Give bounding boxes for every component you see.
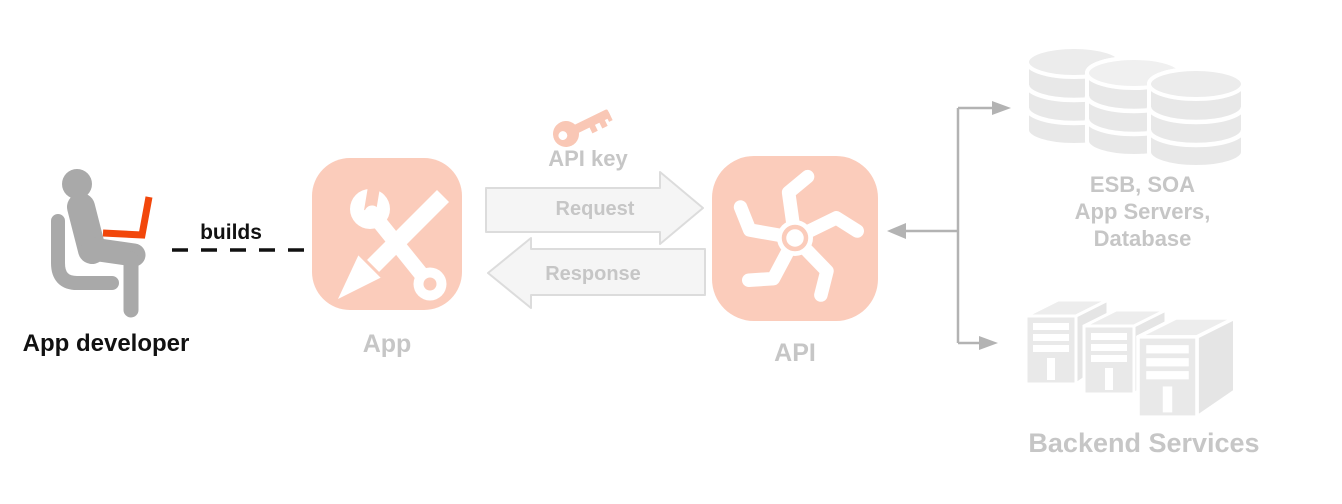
api-label: API: [774, 339, 816, 367]
esb-soa-label: ESB, SOA App Servers, Database: [1030, 171, 1255, 252]
database-stack-icon: [1024, 45, 1246, 169]
arrowhead-to-databases: [992, 101, 1011, 115]
api-icon: [712, 156, 878, 321]
request-response-arrows: [485, 171, 706, 309]
esb-soa-line3: Database: [1093, 226, 1192, 251]
arrowhead-to-servers: [979, 336, 998, 350]
backend-services-label: Backend Services: [1028, 428, 1260, 458]
key-icon: [553, 109, 613, 147]
api-key-label: API key: [548, 146, 628, 171]
app-icon: [312, 158, 462, 310]
server-towers-icon: [1024, 298, 1237, 418]
request-arrow: [485, 171, 704, 245]
person-at-laptop-icon: [51, 169, 153, 318]
database-cylinder: [1146, 67, 1246, 169]
wrench-and-pencil-icon: [338, 180, 450, 301]
builds-dashed-line: [172, 248, 310, 252]
app-label: App: [362, 330, 412, 358]
esb-soa-line2: App Servers,: [1074, 199, 1211, 224]
request-label: Request: [555, 198, 635, 220]
response-label: Response: [545, 263, 641, 285]
arrowhead-to-api: [887, 223, 906, 239]
esb-soa-line1: ESB, SOA: [1089, 172, 1196, 197]
server-tower: [1136, 316, 1237, 418]
builds-label: builds: [200, 221, 262, 244]
pinwheel-icon: [733, 169, 864, 302]
laptop-icon: [102, 196, 153, 239]
app-developer-label: App developer: [22, 330, 190, 357]
response-arrow: [487, 237, 706, 309]
backend-connector-arrows: [887, 101, 1011, 350]
